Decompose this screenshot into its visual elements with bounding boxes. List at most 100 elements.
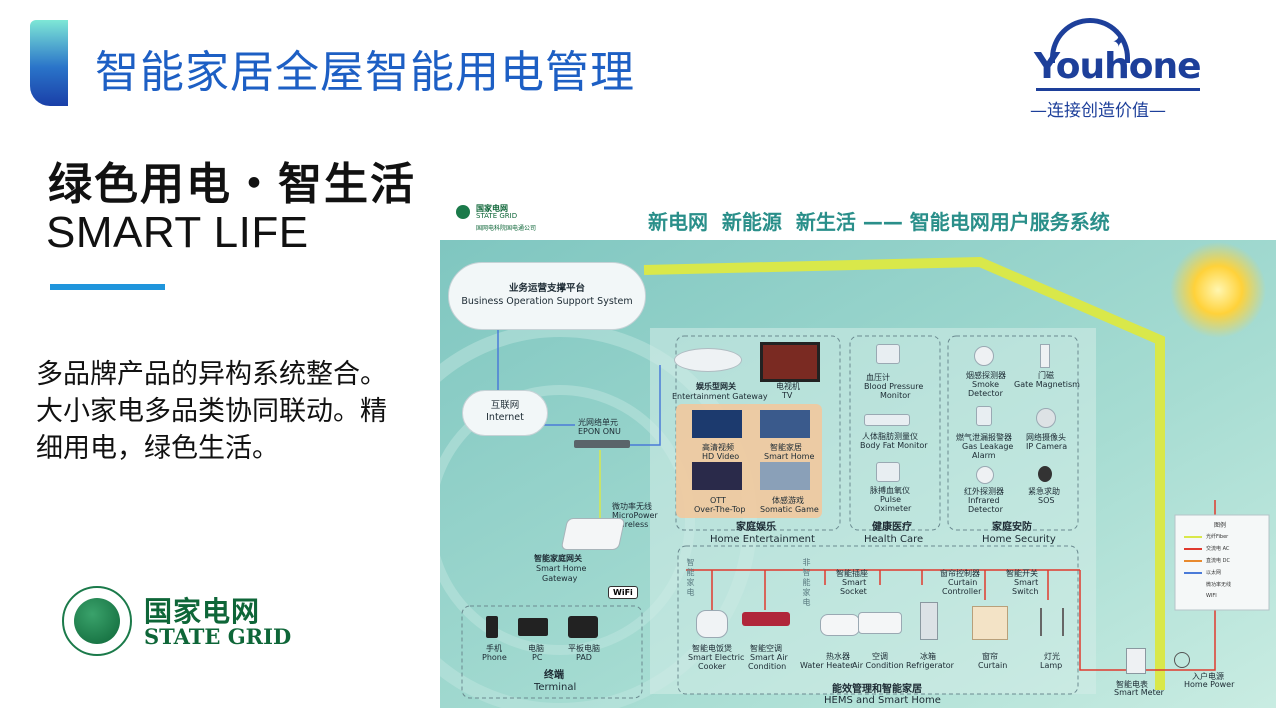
gateway-en2: Gateway	[542, 574, 578, 583]
appliance-cn: 冰箱	[920, 652, 936, 661]
house-outline	[643, 256, 1165, 690]
smart-switch-en1: Smart	[1014, 578, 1039, 587]
rice-cooker-icon	[696, 610, 728, 638]
logo-slogan: —连接创造价值—	[1030, 101, 1166, 121]
ent-item-cn: 体感游戏	[772, 496, 804, 505]
ent-item-cn: 高清视频	[702, 443, 734, 452]
state-grid-name-en: STATE GRID	[144, 624, 292, 649]
health-item-en2: Oximeter	[874, 504, 912, 513]
curtain-icon	[972, 606, 1008, 640]
diagram-corner-logo: 国家电网 STATE GRID 国网电科院国电通公司	[456, 203, 576, 233]
internet-cloud-en: Internet	[486, 412, 524, 423]
description-text: 多品牌产品的异构系统整合。大小家电多品类协同联动。精细用电，绿色生活。	[36, 359, 387, 464]
entertainment-gateway-icon	[674, 348, 742, 372]
smart-socket-cn: 智能插座	[836, 569, 868, 578]
appliance-en: Lamp	[1040, 661, 1063, 670]
diagram-banner-title: 新电网 新能源 新生活 —— 智能电网用户服务系统	[648, 210, 1110, 234]
smoke-detector-icon	[974, 346, 994, 366]
legend-item: 以太网	[1206, 570, 1222, 576]
smart-meter-icon	[1126, 648, 1146, 674]
air-conditioner-icon	[858, 612, 902, 634]
health-item-cn: 人体脂肪测量仪	[862, 432, 918, 441]
platform-cloud-en: Business Operation Support System	[461, 296, 633, 307]
curtain-controller-en1: Curtain	[948, 578, 978, 587]
appliance-en2: Cooker	[698, 662, 726, 671]
health-item-cn: 脉搏血氧仪	[870, 486, 910, 495]
state-grid-emblem-icon	[62, 586, 132, 656]
appliance-cn: 智能空调	[750, 644, 782, 653]
security-item-cn: 红外探测器	[964, 487, 1004, 496]
state-grid-logo: 国家电网 STATE GRID	[62, 586, 291, 658]
ip-camera-icon	[1036, 408, 1056, 428]
smart-switch-en2: Switch	[1012, 587, 1039, 596]
blood-pressure-icon	[876, 344, 900, 364]
corner-logo-en: STATE GRID	[476, 212, 518, 220]
appliance-cn: 智能电饭煲	[692, 644, 732, 653]
refrigerator-icon	[920, 602, 938, 640]
page-title: 智能家居全屋智能用电管理	[95, 47, 635, 98]
hd-video-thumb	[692, 410, 742, 438]
gateway-en1: Smart Home	[536, 564, 587, 573]
home-entertainment-en: Home Entertainment	[710, 534, 815, 545]
tablet-icon	[568, 616, 598, 638]
security-item-en: SOS	[1038, 496, 1055, 505]
appliance-en2: Condition	[748, 662, 787, 671]
appliance-en: Water Heater	[800, 661, 854, 670]
ent-item-en: Over-The-Top	[694, 505, 746, 514]
logo-underline	[1036, 88, 1200, 91]
appliance-en: Refrigerator	[906, 661, 954, 670]
home-gateway-icon	[560, 518, 626, 550]
security-item-en: Smoke	[972, 380, 1000, 389]
infrared-detector-icon	[976, 466, 994, 484]
health-item-en2: Monitor	[880, 391, 911, 400]
wifi-badge: WiFi	[608, 586, 638, 599]
security-item-en2: Alarm	[972, 451, 996, 460]
platform-cloud-cn: 业务运营支撑平台	[508, 283, 585, 294]
somatic-game-thumb	[760, 462, 810, 490]
body-fat-monitor-icon	[864, 414, 910, 426]
health-item-en: Body Fat Monitor	[860, 441, 928, 450]
divider-rule	[50, 284, 165, 290]
ent-item-en: Smart Home	[764, 452, 815, 461]
legend-item: 光纤Fiber	[1206, 534, 1229, 540]
security-item-cn: 网络摄像头	[1026, 433, 1066, 442]
smart-grid-diagram: 业务运营支撑平台 Business Operation Support Syst…	[440, 240, 1276, 708]
terminal-cn: 手机	[486, 644, 502, 653]
smart-meter-en: Smart Meter	[1114, 688, 1164, 697]
smart-appliance-side-label: 智能家电	[686, 558, 695, 597]
sos-button-icon	[1038, 466, 1052, 482]
smart-switch-cn: 智能开关	[1006, 569, 1038, 578]
appliance-cn: 灯光	[1044, 652, 1060, 661]
home-entertainment-cn: 家庭娱乐	[736, 522, 776, 533]
home-security-en: Home Security	[982, 534, 1056, 545]
ent-gateway-en: Entertainment Gateway	[672, 392, 768, 401]
sun-icon	[1170, 242, 1266, 338]
home-security-cn: 家庭安防	[992, 522, 1032, 533]
phone-icon	[486, 616, 498, 638]
security-item-en2: Detector	[968, 389, 1003, 398]
curtain-controller-en2: Controller	[942, 587, 982, 596]
terminal-group-en: Terminal	[534, 682, 577, 693]
onu-label-en: EPON ONU	[578, 427, 621, 436]
appliance-cn: 窗帘	[982, 652, 998, 661]
youhone-logo: ✦ Youhone —连接创造价值—	[1028, 12, 1218, 124]
appliance-en: Smart Air	[750, 653, 788, 662]
ent-item-cn: 智能家居	[770, 443, 802, 452]
state-grid-name-cn: 国家电网	[144, 595, 261, 628]
appliance-en: Smart Electric	[688, 653, 745, 662]
gas-alarm-icon	[976, 406, 992, 426]
security-item-en2: Detector	[968, 505, 1003, 514]
tv-icon	[760, 342, 820, 382]
internet-cloud: 互联网 Internet	[462, 390, 548, 436]
legend-title: 图例	[1214, 522, 1227, 529]
health-item-cn: 血压计	[866, 373, 890, 382]
home-power-en: Home Power	[1184, 680, 1235, 689]
appliance-cn: 空调	[872, 652, 888, 661]
hems-label-cn: 能效管理和智能家居	[832, 684, 922, 695]
security-item-cn: 紧急求助	[1028, 487, 1060, 496]
appliance-cn: 热水器	[826, 652, 850, 661]
home-power-cn: 入户电源	[1192, 672, 1224, 681]
security-item-en: Gate Magnetism	[1014, 380, 1080, 389]
terminal-cn: 平板电脑	[568, 644, 600, 653]
legend-item: WIFI	[1206, 593, 1217, 599]
